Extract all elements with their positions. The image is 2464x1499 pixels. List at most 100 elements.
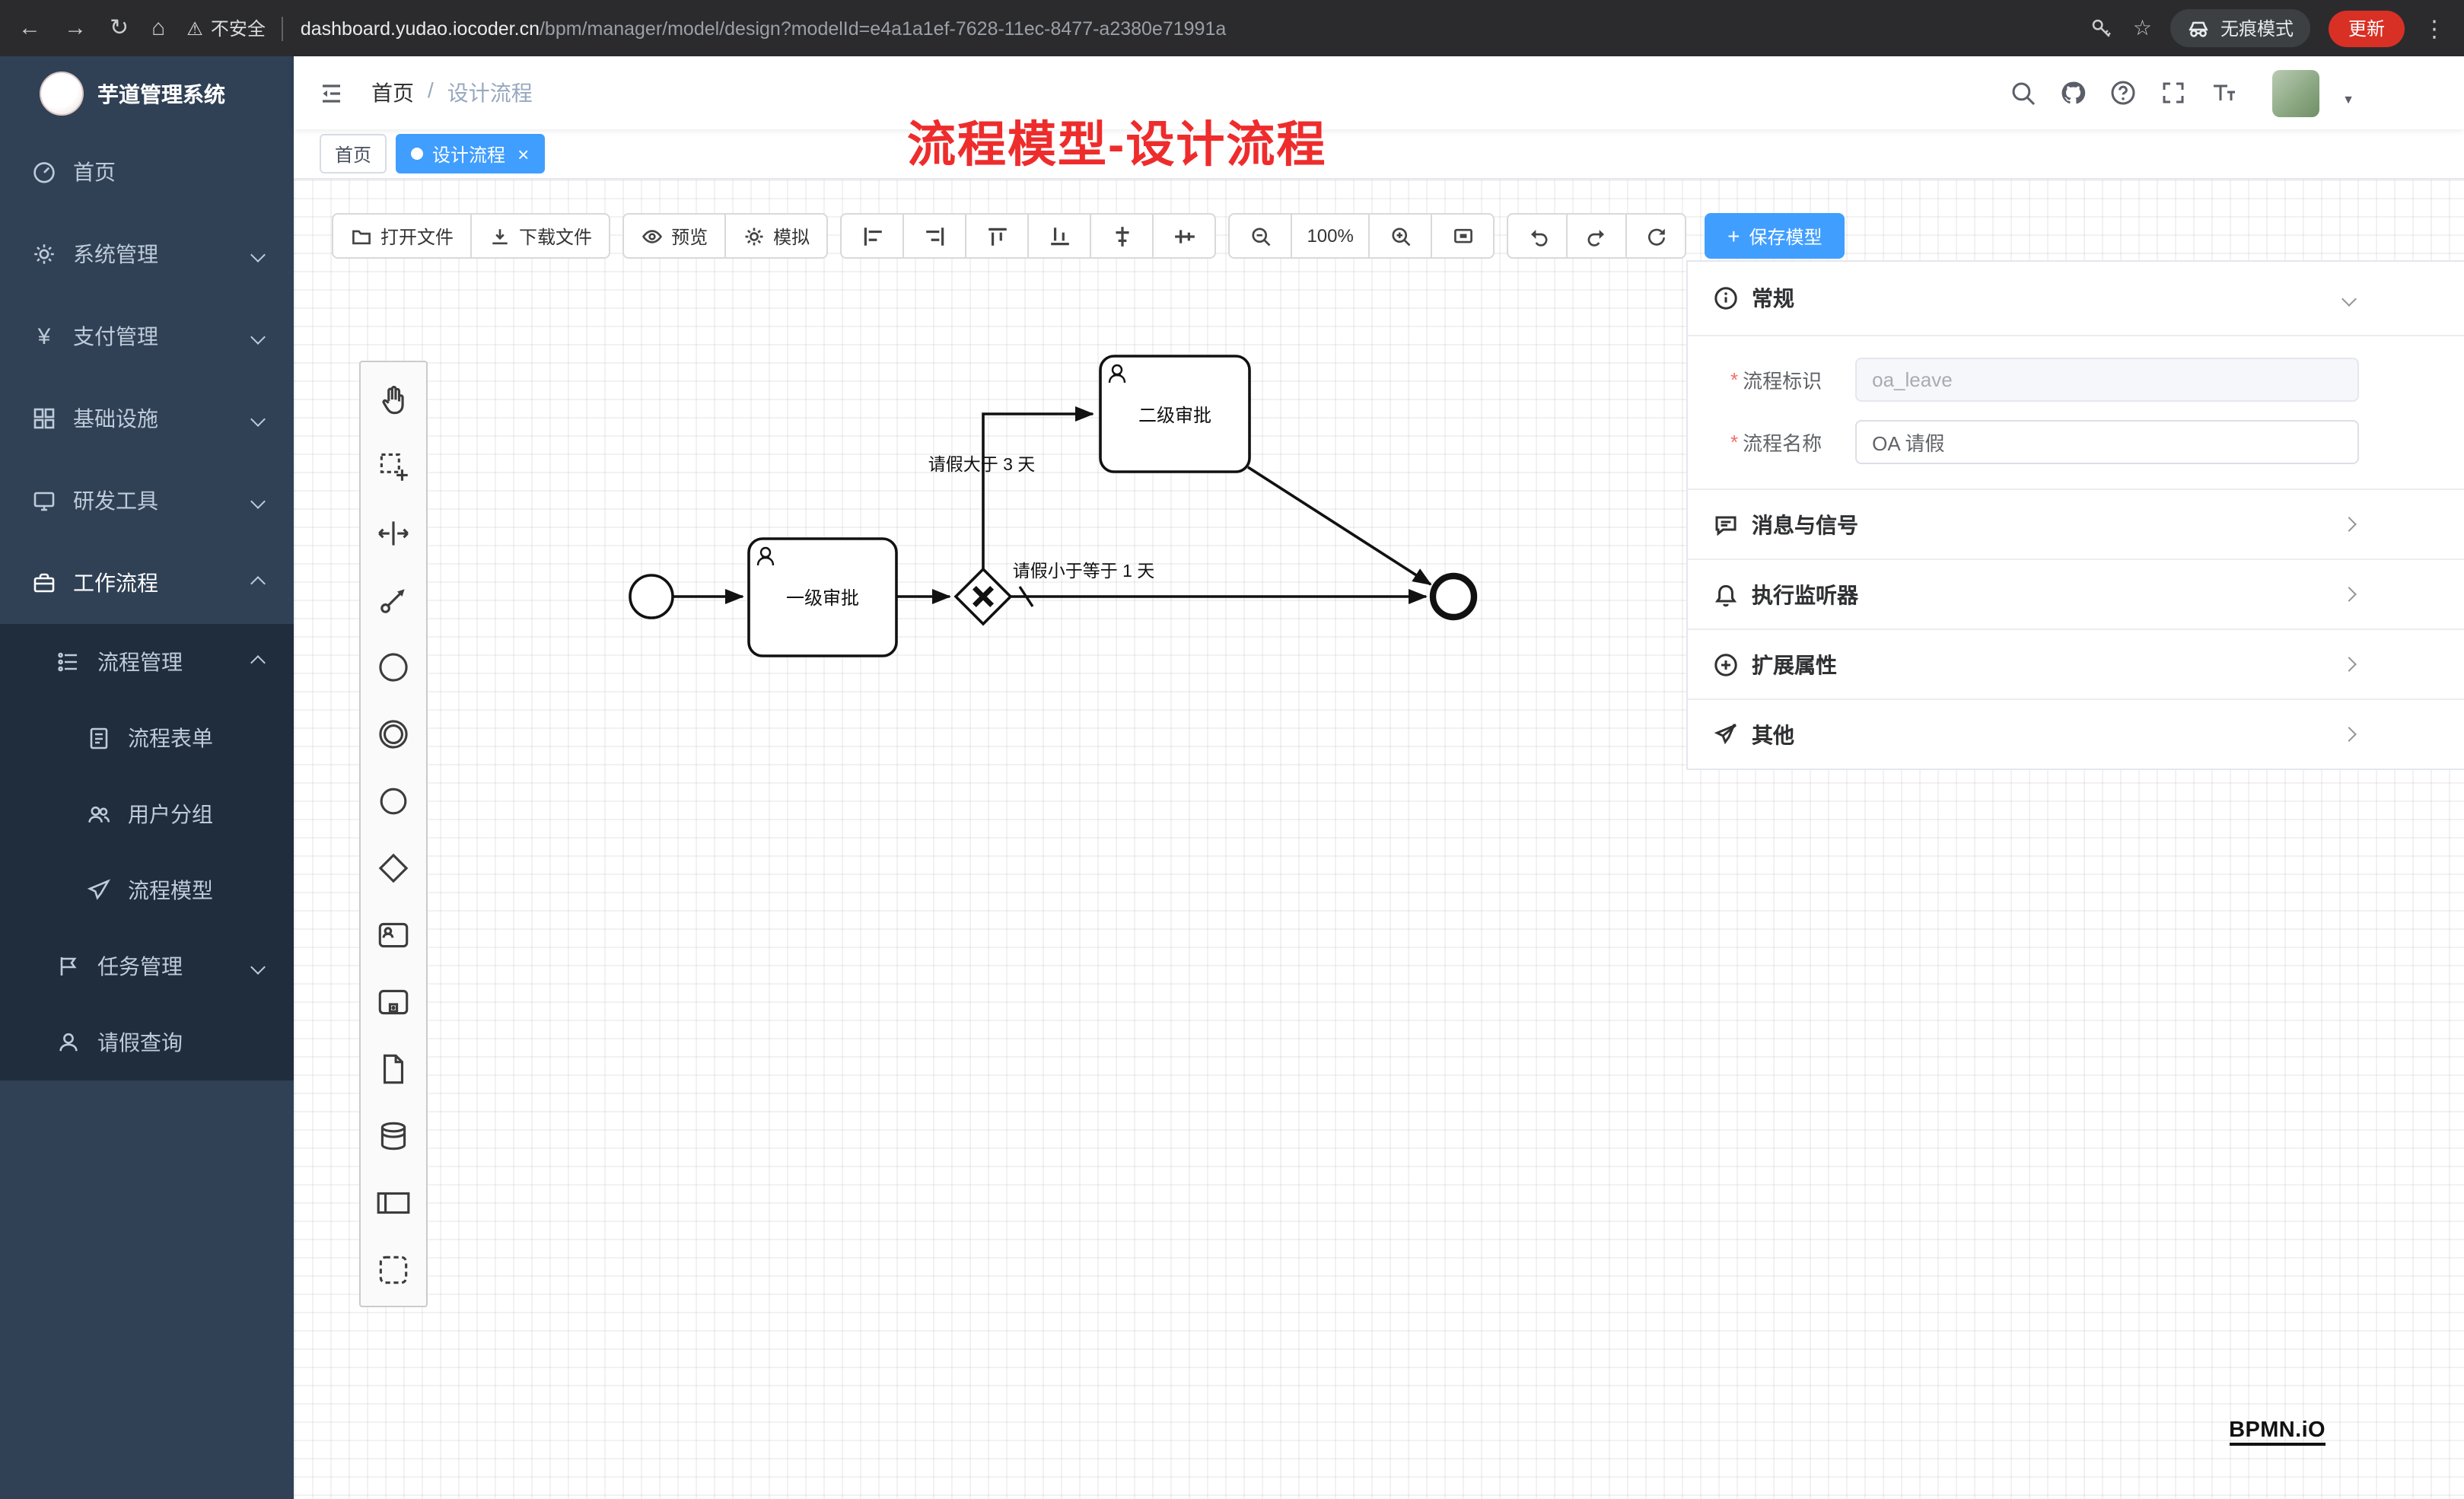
default-flow-marker (1018, 586, 1034, 607)
sidebar-item-process-mgmt[interactable]: 流程管理 (0, 624, 294, 700)
redo-button[interactable] (1566, 213, 1628, 259)
sidebar-item-home[interactable]: 首页 (0, 131, 294, 213)
sidebar-item-user-group[interactable]: 用户分组 (0, 776, 294, 852)
bookmark-star-icon[interactable]: ☆ (2132, 15, 2152, 40)
align-right-button[interactable] (903, 213, 967, 259)
sidebar-item-payment[interactable]: ¥ 支付管理 (0, 295, 294, 377)
align-bottom-button[interactable] (1027, 213, 1092, 259)
hand-tool[interactable] (361, 365, 426, 432)
user-icon (55, 1030, 82, 1055)
zoom-out-button[interactable] (1228, 213, 1293, 259)
section-extended-attributes[interactable]: 扩展属性 (1688, 629, 2464, 699)
restart-button[interactable] (1625, 213, 1687, 259)
user-avatar[interactable] (2272, 69, 2320, 116)
create-start-event[interactable] (361, 633, 426, 700)
create-participant[interactable] (361, 1169, 426, 1236)
incognito-badge: 无痕模式 (2170, 9, 2310, 47)
zoom-reset-button[interactable] (1431, 213, 1495, 259)
designer-toolbar: 打开文件 下载文件 预览 (332, 213, 1845, 259)
user-task-icon (756, 546, 775, 566)
workflow-submenu: 流程管理 流程表单 用户分组 流程模型 (0, 624, 294, 1080)
sidebar-menu: 首页 系统管理 ¥ 支付管理 基础设施 (0, 131, 294, 1080)
address-bar[interactable]: dashboard.yudao.iocoder.cn/bpm/manager/m… (301, 18, 2090, 39)
create-subprocess[interactable] (361, 968, 426, 1035)
tab-home[interactable]: 首页 (320, 134, 387, 173)
save-model-button[interactable]: + 保存模型 (1705, 213, 1845, 259)
fullscreen-icon[interactable] (2160, 79, 2187, 107)
font-size-icon[interactable] (2210, 79, 2237, 107)
global-connect-tool[interactable] (361, 566, 426, 633)
forward-icon[interactable]: → (64, 15, 87, 41)
end-event[interactable] (1429, 572, 1478, 621)
url-host: dashboard.yudao.iocoder.cn (300, 18, 540, 39)
section-other[interactable]: 其他 (1688, 699, 2464, 769)
zoom-in-button[interactable] (1368, 213, 1433, 259)
reload-icon[interactable]: ↻ (110, 15, 129, 41)
process-name-label: 流程名称 (1743, 432, 1823, 455)
chevron-down-icon (250, 493, 266, 508)
breadcrumb-current: 设计流程 (447, 81, 533, 105)
update-button[interactable]: 更新 (2328, 10, 2405, 46)
align-top-button[interactable] (965, 213, 1030, 259)
plus-icon: + (1727, 224, 1740, 248)
tab-design[interactable]: 设计流程 × (396, 134, 545, 173)
sidebar-item-leave-query[interactable]: 请假查询 (0, 1004, 294, 1080)
process-key-input[interactable] (1855, 358, 2360, 402)
document-icon (85, 726, 113, 750)
align-center-button[interactable] (1090, 213, 1154, 259)
create-end-event[interactable] (361, 767, 426, 834)
space-tool[interactable] (361, 499, 426, 566)
sidebar-item-devtools[interactable]: 研发工具 (0, 460, 294, 542)
plus-circle-icon (1714, 652, 1738, 676)
sidebar-item-process-model[interactable]: 流程模型 (0, 852, 294, 928)
section-execution-listener[interactable]: 执行监听器 (1688, 559, 2464, 629)
task-second-approval[interactable] (1099, 355, 1251, 473)
back-icon[interactable]: ← (18, 15, 41, 41)
open-file-button[interactable]: 打开文件 (332, 213, 473, 259)
sidebar-item-task-mgmt[interactable]: 任务管理 (0, 928, 294, 1004)
sidebar-item-system[interactable]: 系统管理 (0, 213, 294, 295)
section-general[interactable]: 常规 (1688, 262, 2464, 335)
close-icon[interactable]: × (517, 142, 530, 165)
download-file-button[interactable]: 下载文件 (470, 213, 611, 259)
lasso-tool[interactable] (361, 432, 426, 499)
preview-button[interactable]: 预览 (622, 213, 727, 259)
security-indicator[interactable]: ⚠ 不安全 (186, 15, 266, 41)
sequence-flow-task2-end[interactable] (1247, 466, 1432, 586)
section-message-signal[interactable]: 消息与信号 (1688, 489, 2464, 559)
chevron-down-icon (250, 247, 266, 262)
help-icon[interactable] (2109, 79, 2137, 107)
start-event[interactable] (629, 574, 674, 619)
yen-icon: ¥ (37, 323, 51, 349)
github-icon[interactable] (2059, 79, 2087, 107)
avatar-caret-icon[interactable]: ▼ (2342, 92, 2354, 106)
breadcrumb-home[interactable]: 首页 (371, 81, 414, 105)
app-logo[interactable]: 芋道管理系统 (0, 56, 294, 131)
bpmn-io-logo[interactable]: BPMN.iO (2229, 1418, 2326, 1446)
home-icon[interactable]: ⌂ (151, 15, 166, 41)
sequence-flow-gt3[interactable] (982, 406, 1094, 569)
align-left-button[interactable] (840, 213, 905, 259)
create-group[interactable] (361, 1236, 426, 1303)
sidebar-collapse-icon[interactable] (294, 80, 365, 106)
bpmn-diagram[interactable]: 一级审批 二级审批 请假大于 3 天 请假小于等于 1 天 (294, 180, 1686, 1351)
simulate-button[interactable]: 模拟 (724, 213, 829, 259)
sidebar-item-workflow[interactable]: 工作流程 (0, 542, 294, 624)
create-user-task[interactable] (361, 901, 426, 968)
search-icon[interactable] (2009, 79, 2036, 107)
create-file[interactable] (361, 1035, 426, 1102)
browser-menu-icon[interactable]: ⋮ (2423, 16, 2446, 42)
sidebar-item-infra[interactable]: 基础设施 (0, 377, 294, 460)
key-icon[interactable] (2090, 16, 2115, 40)
bpmn-canvas[interactable]: 打开文件 下载文件 预览 (294, 180, 2464, 1499)
undo-button[interactable] (1507, 213, 1568, 259)
create-gateway[interactable] (361, 834, 426, 901)
create-intermediate-event[interactable] (361, 700, 426, 767)
people-icon (85, 802, 113, 826)
create-datastore[interactable] (361, 1102, 426, 1169)
sidebar-item-process-form[interactable]: 流程表单 (0, 700, 294, 776)
align-middle-button[interactable] (1152, 213, 1217, 259)
process-name-input[interactable] (1855, 420, 2360, 464)
header-tools: ▼ (2009, 69, 2464, 116)
user-task-icon (1108, 364, 1126, 384)
